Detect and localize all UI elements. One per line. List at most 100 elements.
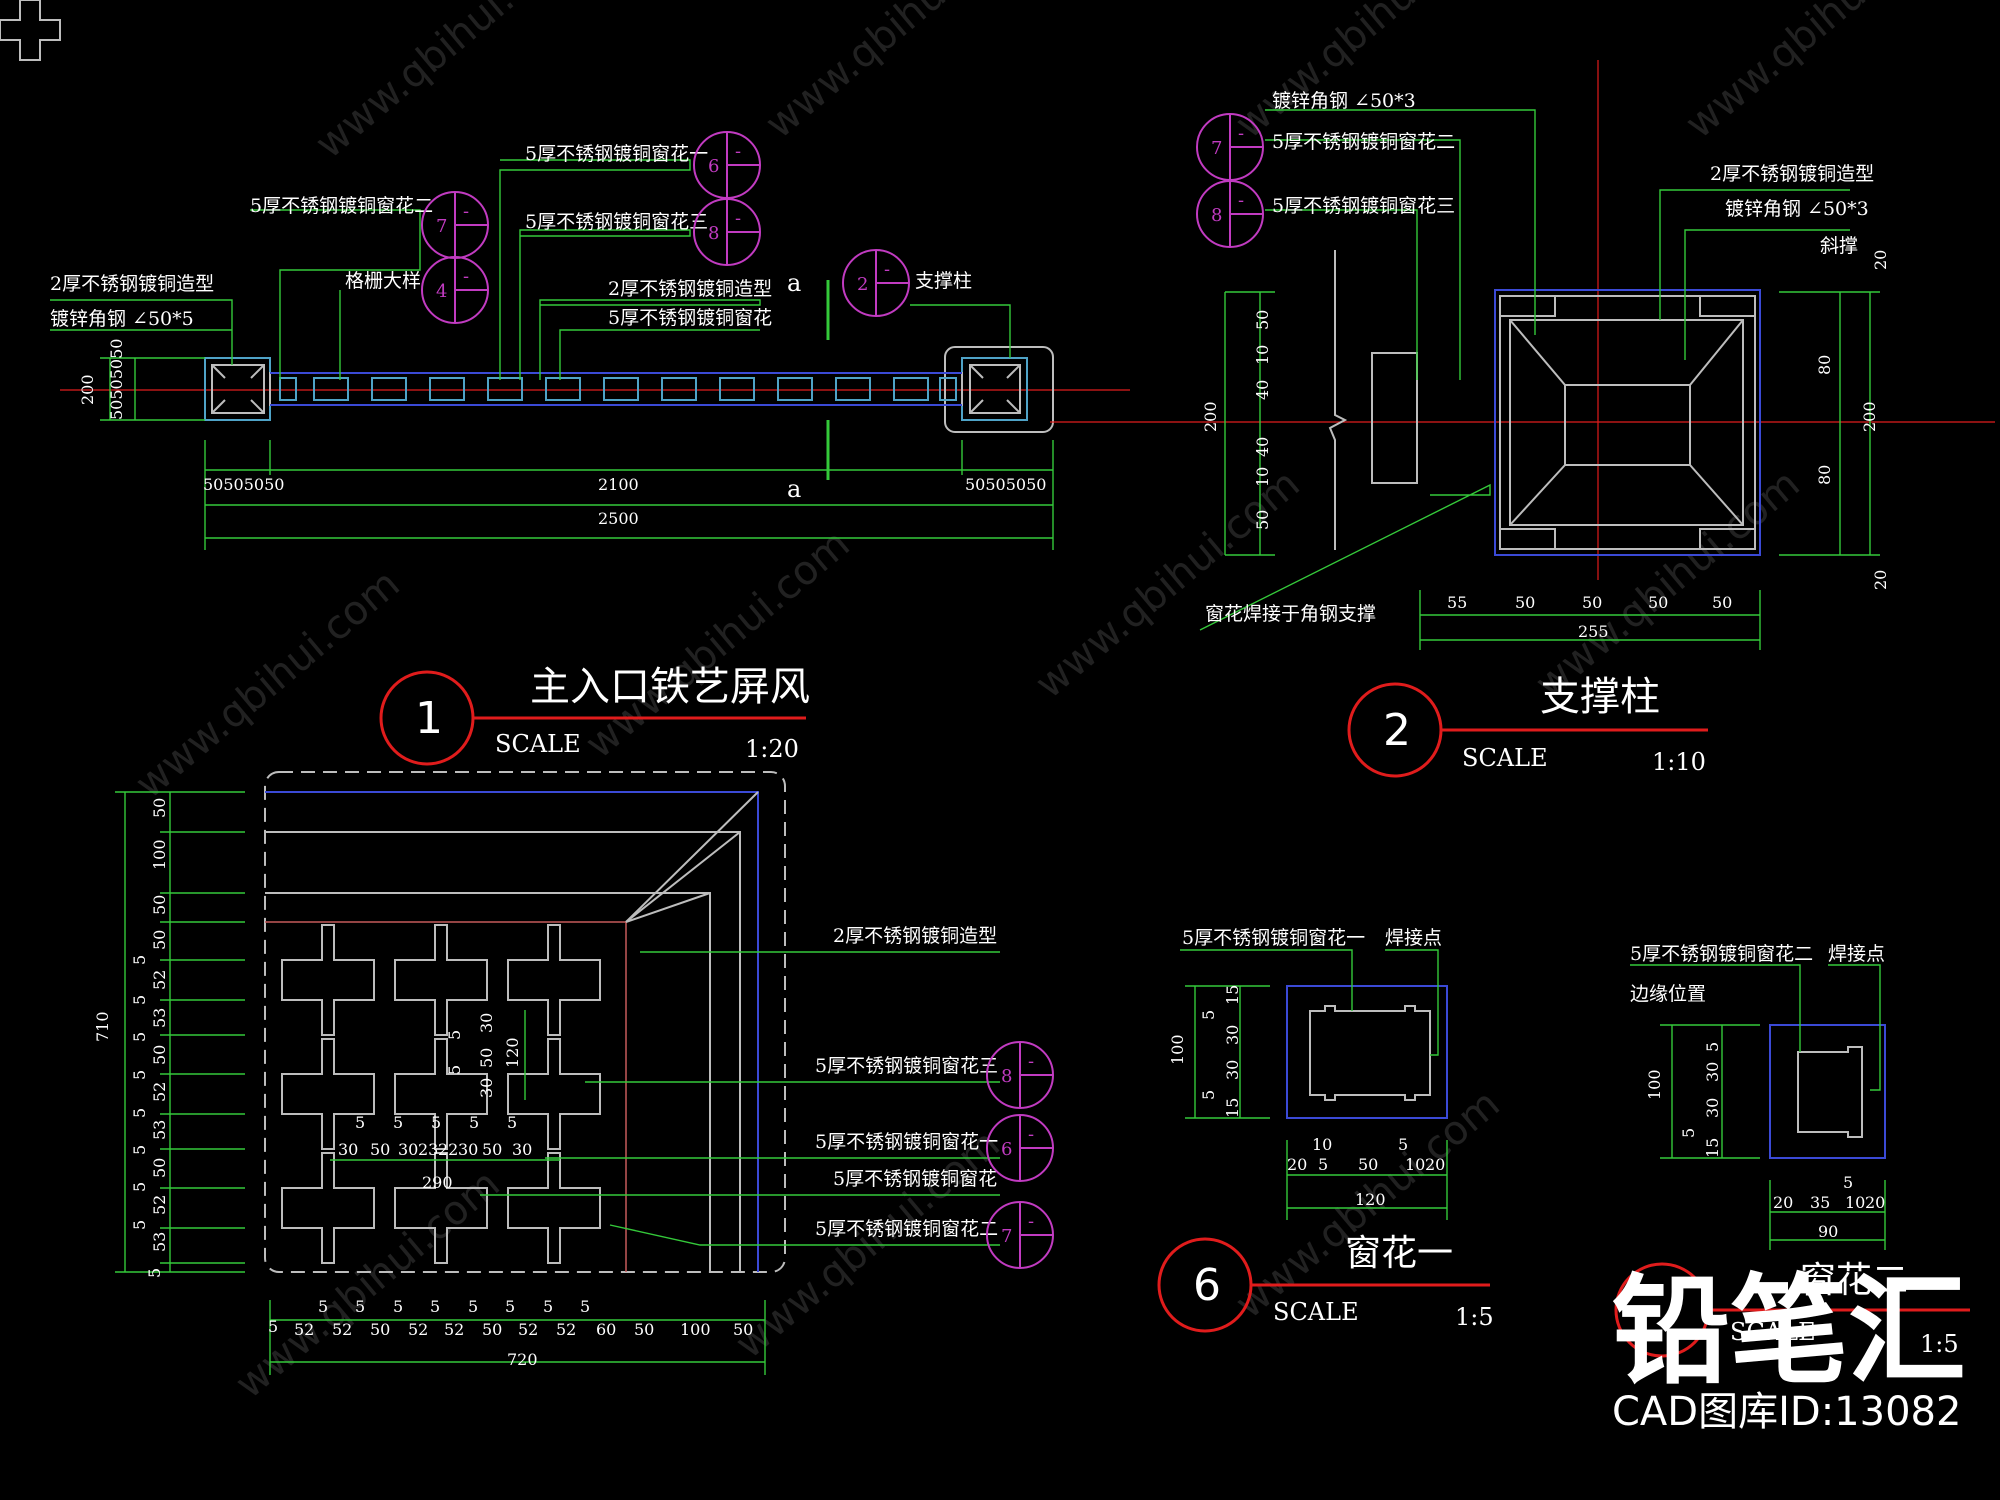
dim-label: 52 bbox=[444, 1320, 464, 1339]
dim-label: 50 bbox=[370, 1140, 390, 1159]
dim-label: 100 bbox=[1168, 1034, 1187, 1065]
svg-text:7: 7 bbox=[436, 216, 447, 237]
detail-column-section: 镀锌角钢 ∠50*3 5厚不锈钢镀铜窗花二 5厚不锈钢镀铜窗花三 2厚不锈钢镀铜… bbox=[1050, 60, 1995, 650]
detail-tag[interactable]: 6- bbox=[693, 131, 761, 199]
dim-label: 5 bbox=[445, 1030, 464, 1040]
detail-tag[interactable]: 7- bbox=[421, 191, 489, 259]
dim-label: 2100 bbox=[598, 475, 639, 494]
dim-label: 5 bbox=[130, 1145, 149, 1155]
label: 2厚不锈钢镀铜造型 bbox=[50, 273, 214, 295]
dim-label: 5 bbox=[130, 1108, 149, 1118]
svg-text:7: 7 bbox=[1001, 1226, 1012, 1247]
dim-label: 50 bbox=[482, 1320, 502, 1339]
dim-label: 50 bbox=[1253, 310, 1272, 330]
dim-label: 10 bbox=[1253, 467, 1272, 487]
detail-number: 1 bbox=[415, 693, 443, 744]
dim-label: 23 bbox=[418, 1140, 438, 1159]
dim-label: 52 bbox=[408, 1320, 428, 1339]
svg-text:4: 4 bbox=[436, 281, 447, 302]
detail-tag[interactable]: 7- bbox=[986, 1201, 1054, 1269]
detail-tag[interactable]: 2- bbox=[842, 249, 910, 317]
scale-label: SCALE bbox=[495, 730, 581, 758]
detail-tag[interactable]: 6- bbox=[986, 1114, 1054, 1182]
watermark: www.qbihui.com bbox=[577, 521, 859, 768]
dim-label: 5 bbox=[130, 1032, 149, 1042]
dim-label: 53 bbox=[150, 1008, 169, 1028]
detail-tag[interactable]: 8- bbox=[693, 198, 761, 266]
detail-number: 6 bbox=[1193, 1260, 1221, 1311]
svg-text:-: - bbox=[463, 201, 469, 222]
dim-label: 255 bbox=[1578, 622, 1609, 641]
dim-label: 20 bbox=[1871, 250, 1890, 270]
dim-label: 200 bbox=[1860, 401, 1879, 432]
dim-label: 52 bbox=[150, 970, 169, 990]
detail-tag[interactable]: 8- bbox=[1196, 180, 1264, 248]
dim-label: 30 bbox=[398, 1140, 418, 1159]
dim-label: 5 bbox=[1199, 1010, 1218, 1020]
dim-label: 20 bbox=[1773, 1193, 1793, 1212]
dim-label: 20 bbox=[1287, 1155, 1307, 1174]
dim-label: 5 bbox=[1703, 1042, 1722, 1052]
label: 边缘位置 bbox=[1630, 983, 1706, 1005]
watermark: www.qbihui.com bbox=[227, 1161, 509, 1408]
detail-tag[interactable]: 4- bbox=[421, 256, 489, 324]
label: 5厚不锈钢镀铜窗花三 bbox=[1272, 195, 1455, 217]
dim-label: 50 bbox=[150, 798, 169, 818]
dim-label: 290 bbox=[422, 1173, 453, 1192]
dim-label: 52 bbox=[518, 1320, 538, 1339]
dim-label: 5 bbox=[431, 1113, 441, 1132]
dim-label: 15 bbox=[1223, 985, 1242, 1005]
svg-text:6: 6 bbox=[708, 156, 719, 177]
dim-label: 200 bbox=[1201, 401, 1220, 432]
dim-label: 5 bbox=[445, 1065, 464, 1075]
label: 焊接点 bbox=[1385, 927, 1442, 949]
dim-label: 5 bbox=[1398, 1135, 1408, 1154]
detail-tag[interactable]: 7- bbox=[1196, 113, 1264, 181]
dim-label: 35 bbox=[1810, 1193, 1830, 1212]
detail-title-7: 窗花二 SCALE 1:5 bbox=[1614, 1260, 1970, 1358]
label: 格栅大样 bbox=[345, 270, 421, 292]
label: 5厚不锈钢镀铜窗花二 bbox=[250, 195, 433, 217]
dim-label: 40 bbox=[1253, 380, 1272, 400]
watermark: www.qbihui.com bbox=[1227, 0, 1509, 148]
dim-label: 50 bbox=[1358, 1155, 1378, 1174]
svg-text:-: - bbox=[1028, 1211, 1034, 1232]
dim-label: 30 bbox=[458, 1140, 478, 1159]
dim-label: 5 bbox=[130, 1220, 149, 1230]
svg-text:-: - bbox=[463, 266, 469, 287]
label: 2厚不锈钢镀铜造型 bbox=[1710, 163, 1874, 185]
dim-label: 30 bbox=[512, 1140, 532, 1159]
dim-label: 5 bbox=[469, 1113, 479, 1132]
label: 斜撑 bbox=[1820, 235, 1858, 257]
scale-value: 1:5 bbox=[1920, 1330, 1959, 1358]
dim-label: 20 bbox=[1865, 1193, 1885, 1212]
dim-label: 55 bbox=[1447, 593, 1467, 612]
dim-label: 5 bbox=[355, 1113, 365, 1132]
dim-label: 10 bbox=[1845, 1193, 1865, 1212]
dim-label: 22 bbox=[438, 1140, 458, 1159]
detail-title: 主入口铁艺屏风 bbox=[530, 664, 810, 710]
dim-label: 20 bbox=[1871, 570, 1890, 590]
dim-label: 30 bbox=[1703, 1098, 1722, 1118]
svg-text:2: 2 bbox=[857, 274, 868, 295]
svg-text:8: 8 bbox=[1211, 205, 1222, 226]
dim-label: 5 bbox=[543, 1297, 553, 1316]
dim-label: 50 bbox=[150, 1158, 169, 1178]
dim-label: 5 bbox=[355, 1297, 365, 1316]
dim-label: 30 bbox=[477, 1078, 496, 1098]
dim-label: 80 bbox=[1815, 355, 1834, 375]
label: 支撑柱 bbox=[915, 270, 972, 292]
dim-label: 90 bbox=[1818, 1222, 1838, 1241]
dim-label: 5 bbox=[1843, 1173, 1853, 1192]
dim-label: 30 bbox=[338, 1140, 358, 1159]
watermark: www.qbihui.com bbox=[127, 561, 409, 808]
watermark: www.qbihui.com bbox=[1677, 0, 1959, 148]
scale-label: SCALE bbox=[1730, 1318, 1816, 1346]
scale-label: SCALE bbox=[1273, 1298, 1359, 1326]
dim-label: 30 bbox=[477, 1013, 496, 1033]
svg-text:8: 8 bbox=[708, 223, 719, 244]
dim-label: 50 bbox=[733, 1320, 753, 1339]
window-pattern-grid bbox=[0, 0, 61, 61]
dim-label: 5 bbox=[130, 995, 149, 1005]
detail-tag[interactable]: 8- bbox=[986, 1041, 1054, 1109]
